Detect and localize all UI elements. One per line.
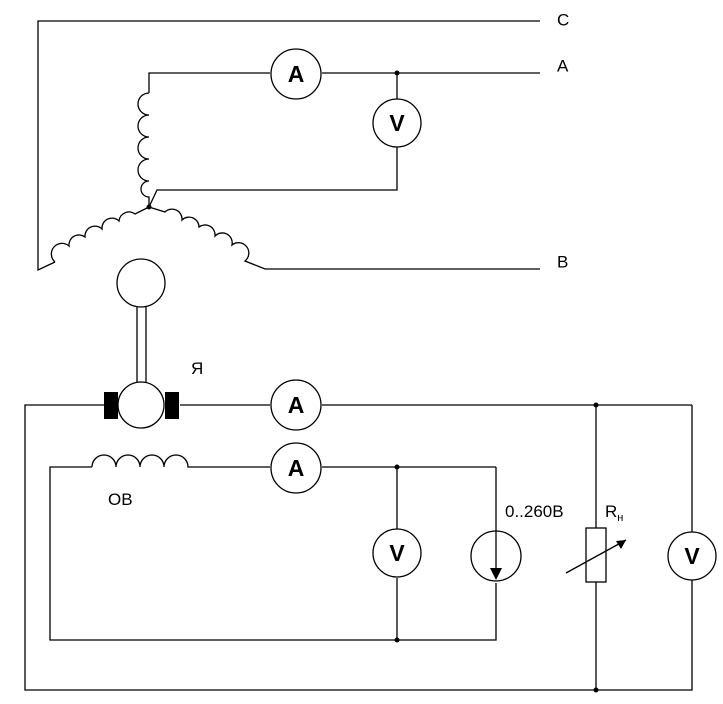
voltmeter-generator: V	[372, 98, 422, 148]
armature-label: Я	[191, 359, 203, 378]
field-loop-wire	[49, 466, 497, 641]
phase-a-lead	[148, 72, 270, 93]
armature	[104, 381, 179, 429]
source-range-label: 0..260В	[505, 502, 564, 521]
phase-c-coil	[50, 206, 150, 263]
generator-rotor	[116, 258, 166, 308]
ammeter-symbol: A	[288, 392, 305, 418]
motor-generator-coupling	[116, 258, 166, 385]
voltmeter-return-wire	[148, 147, 398, 208]
ammeter-symbol: A	[288, 455, 305, 481]
phase-c-label: C	[557, 10, 569, 29]
phase-c-line	[37, 20, 540, 272]
field-winding-coil	[91, 454, 270, 468]
phase-a-coil	[137, 92, 150, 207]
dc-motor-circuit: Я A ОВ A V 0..260В	[24, 359, 717, 693]
ammeter-field: A	[270, 442, 322, 494]
adjustable-source	[470, 530, 522, 582]
voltmeter-symbol: V	[389, 110, 405, 136]
ammeter-armature: A	[270, 379, 322, 431]
load-resistor-label: Rн	[605, 502, 623, 524]
voltmeter-symbol: V	[389, 540, 405, 566]
phase-b-coil	[148, 206, 540, 270]
ammeter-generator: A	[270, 48, 322, 100]
voltmeter-symbol: V	[684, 543, 700, 569]
three-phase-generator: A V C A B	[37, 10, 569, 272]
outer-loop-wire	[24, 404, 693, 691]
field-winding-label: ОВ	[108, 490, 133, 509]
voltmeter-load: V	[667, 531, 717, 581]
phase-b-label: B	[557, 252, 568, 271]
ammeter-symbol: A	[288, 61, 305, 87]
phase-a-label: A	[557, 56, 569, 75]
voltmeter-field: V	[372, 528, 422, 578]
load-rheostat	[565, 527, 627, 583]
